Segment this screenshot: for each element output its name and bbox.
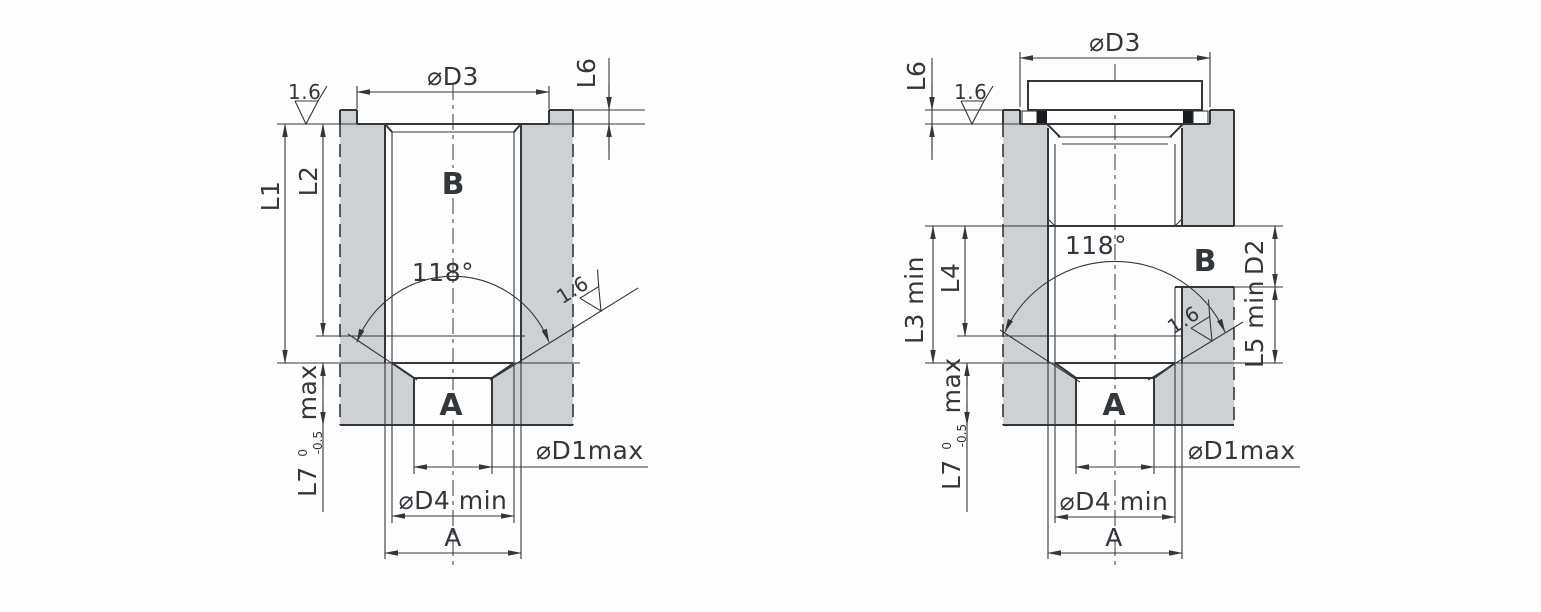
seal-ring-right — [1183, 111, 1193, 124]
surface-finish-icon: 1.6 — [288, 80, 328, 126]
part-outline — [277, 109, 645, 426]
seal-ring-left — [1037, 111, 1047, 124]
drill-cone-construction — [347, 275, 639, 381]
dim-label-l6: L6 — [902, 61, 931, 92]
dim-label-d2: D2 — [1240, 239, 1269, 275]
angle-label: 118° — [1065, 231, 1127, 260]
seal-washer-right — [1192, 110, 1209, 125]
drill-cone-construction — [999, 260, 1244, 383]
dimension-lines — [929, 55, 1300, 556]
left-view: 118° 1.6 1.6 — [256, 58, 648, 570]
dim-label-l7: L7 0 -0.5 max — [292, 364, 326, 497]
dim-label-d4: ⌀D4 min — [399, 486, 508, 515]
dim-label-l5: L5 min — [1240, 280, 1269, 368]
plug-head — [1027, 80, 1203, 111]
right-view: 118° 1.6 1.6 — [900, 28, 1300, 570]
hole-label-a: A — [439, 388, 463, 423]
angle-label: 118° — [412, 258, 474, 287]
surface-finish-value: 1.6 — [288, 80, 321, 104]
dim-label-d3: ⌀D3 — [1089, 28, 1141, 57]
fitting-plug — [1021, 80, 1209, 227]
dim-label-a: A — [444, 523, 462, 552]
section-right-wall — [492, 110, 573, 425]
dim-label-l2: L2 — [294, 166, 323, 197]
bore-label-b: B — [1194, 244, 1217, 279]
angle-arc — [1004, 260, 1226, 333]
surface-finish-value: 1.6 — [954, 80, 987, 104]
dim-label-d1: ⌀D1max — [536, 436, 644, 465]
hole-label-a: A — [1102, 388, 1126, 423]
seal-washer-left — [1021, 110, 1038, 125]
dim-label-a: A — [1105, 523, 1123, 552]
angle-arc — [356, 275, 550, 343]
section-left-wall — [1003, 110, 1077, 425]
dimension-lines — [282, 58, 648, 556]
dim-label-d3: ⌀D3 — [427, 62, 479, 91]
section-right-wall-upper — [1182, 110, 1234, 226]
dim-label-d1: ⌀D1max — [1188, 436, 1296, 465]
dim-label-l6: L6 — [572, 58, 601, 89]
dim-label-l1: L1 — [256, 181, 285, 212]
section-left-wall — [340, 110, 414, 425]
dim-label-l3: L3 min — [900, 256, 929, 344]
dim-label-l4: L4 — [936, 263, 965, 294]
dim-label-d4: ⌀D4 min — [1060, 487, 1169, 516]
dim-label-l7: L7 0 -0.5 max — [936, 357, 970, 490]
bore-label-b: B — [442, 167, 465, 202]
extension-lines — [925, 52, 1283, 559]
surface-finish-icon: 1.6 — [954, 80, 994, 126]
